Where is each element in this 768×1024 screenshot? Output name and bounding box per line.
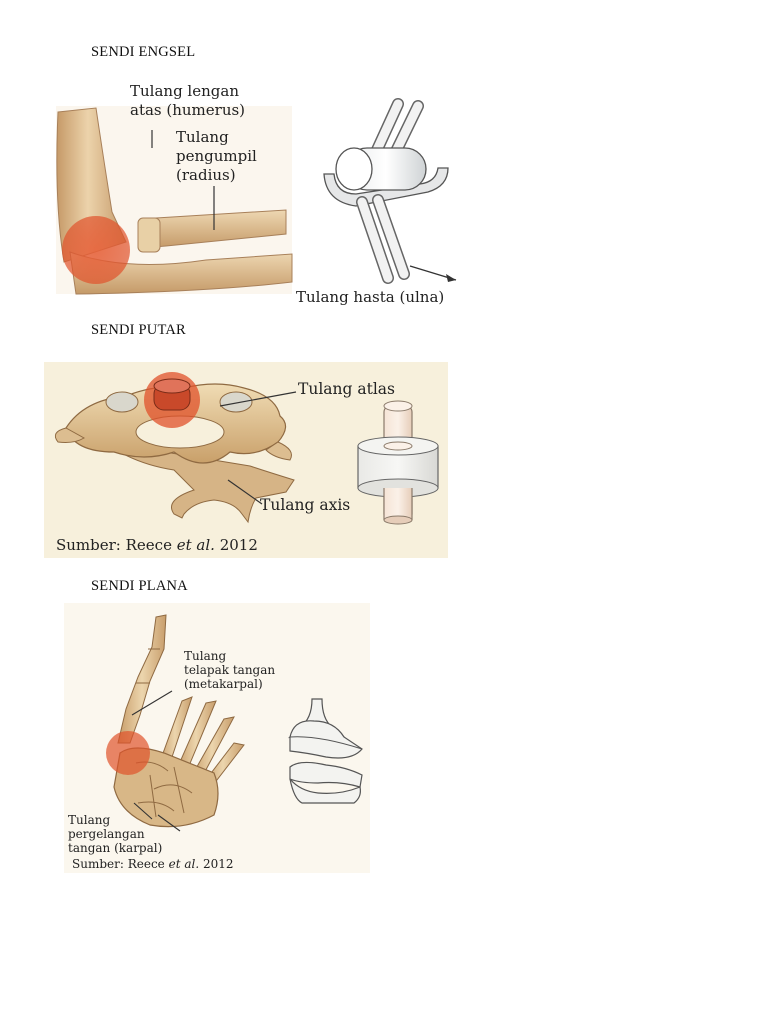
label-karpal: Tulang pergelangan tangan (karpal): [68, 813, 163, 855]
elbow-illustration: [56, 98, 457, 295]
pivot-joint-icon: [357, 400, 439, 525]
atlas-axis-illustration: [54, 372, 439, 525]
source-citation: Sumber: Reece et al. 2012: [72, 857, 234, 871]
label-ulna: Tulang hasta (ulna): [296, 288, 445, 306]
label-humerus: Tulang lengan atas (humerus): [130, 82, 246, 119]
label-axis: Tulang axis: [260, 496, 351, 514]
heading-sendi-plana: SENDI PLANA: [91, 578, 188, 594]
figure-hinge-joint: Tulang lengan atas (humerus) Tulang peng…: [56, 82, 476, 312]
heading-sendi-putar: SENDI PUTAR: [91, 322, 186, 338]
hand-illustration: [106, 614, 363, 832]
figure-pivot-joint: Tulang atlas Tulang axis Sumber: Reece e…: [44, 362, 448, 558]
plane-joint-icon: [287, 698, 363, 804]
label-atlas: Tulang atlas: [298, 380, 395, 398]
label-metakarpal: Tulang telapak tangan (metakarpal): [184, 649, 276, 691]
source-citation: Sumber: Reece et al. 2012: [56, 536, 258, 554]
label-radius: Tulang pengumpil (radius): [176, 128, 257, 184]
figure-plane-joint: Tulang telapak tangan (metakarpal) Tulan…: [64, 603, 370, 873]
hinge-joint-icon: [323, 98, 457, 284]
heading-sendi-engsel: SENDI ENGSEL: [91, 44, 196, 60]
